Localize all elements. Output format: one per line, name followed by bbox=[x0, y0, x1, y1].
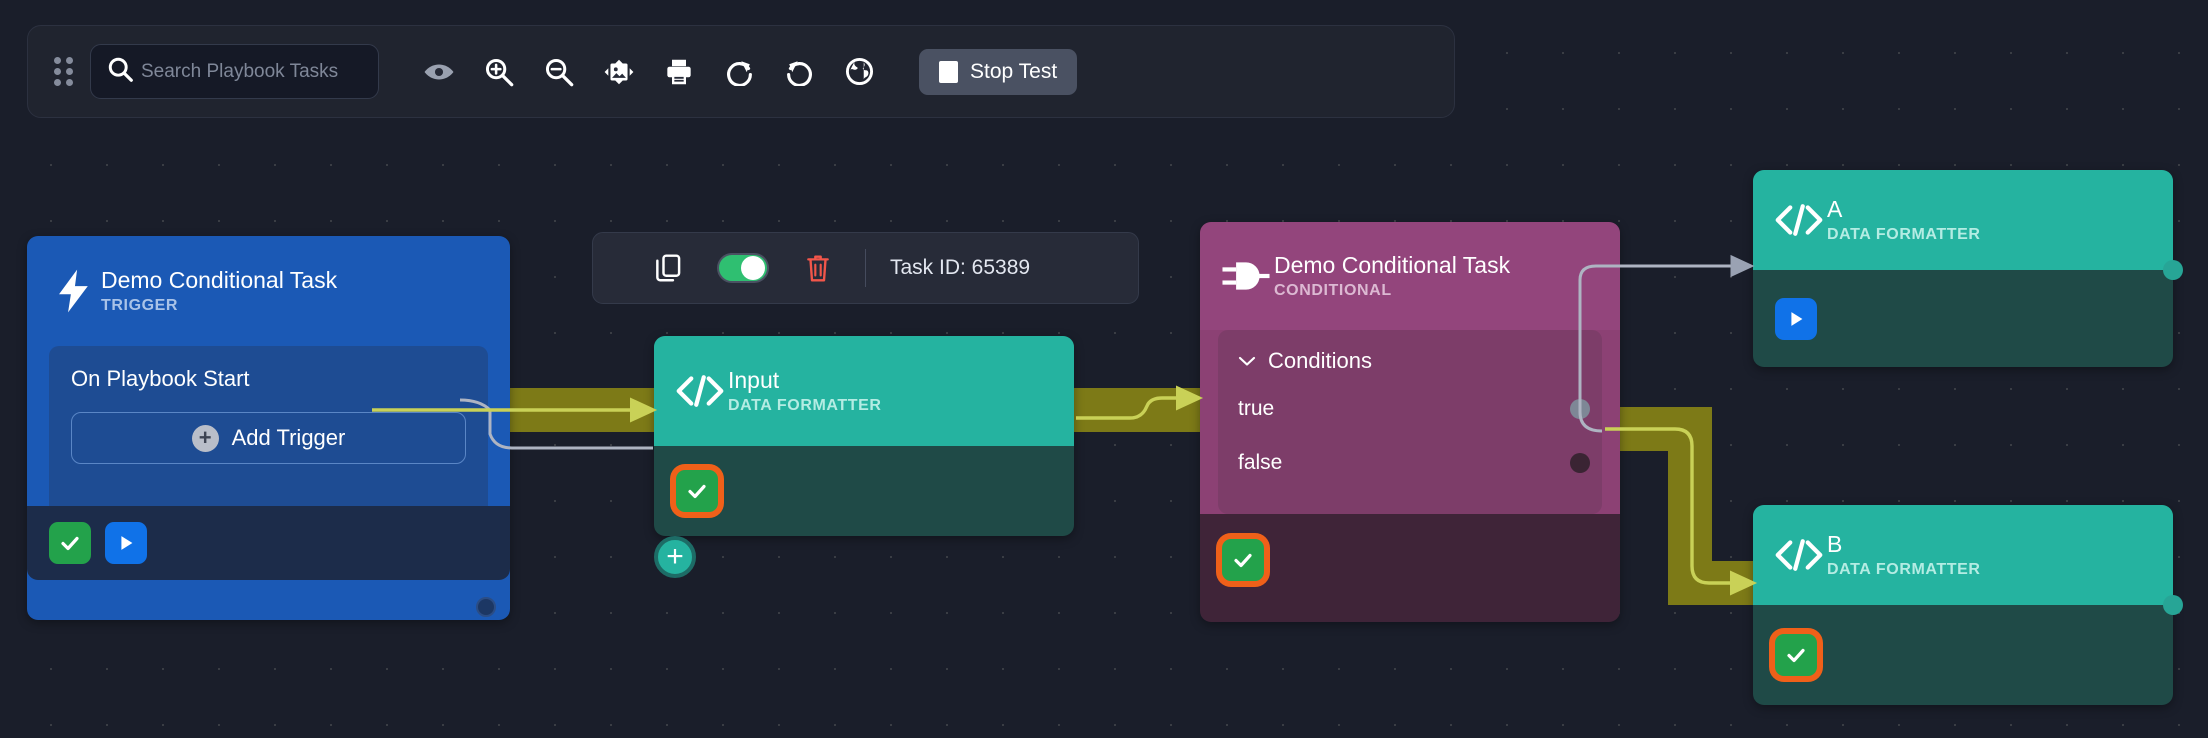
fit-view-icon[interactable] bbox=[589, 46, 649, 98]
node-b-title: B bbox=[1827, 530, 1843, 557]
code-brackets-icon bbox=[1771, 538, 1827, 572]
condition-branch-true-port[interactable] bbox=[1570, 399, 1590, 419]
stop-square-icon bbox=[939, 60, 958, 83]
node-conditional-header: Demo Conditional Task CONDITIONAL bbox=[1200, 222, 1620, 330]
task-enabled-toggle[interactable] bbox=[717, 253, 769, 283]
condition-branch-false[interactable]: false bbox=[1218, 442, 1602, 484]
zoom-in-icon[interactable] bbox=[469, 46, 529, 98]
task-context-toolbar[interactable]: Task ID: 65389 bbox=[592, 232, 1139, 304]
edge-band-false-b-h2 bbox=[1668, 561, 1758, 605]
node-trigger-body: On Playbook Start + Add Trigger bbox=[49, 346, 488, 506]
node-conditional-title: Demo Conditional Task bbox=[1274, 251, 1511, 278]
search-icon bbox=[108, 57, 133, 87]
node-input-footer bbox=[654, 446, 1074, 536]
node-input-header: Input DATA FORMATTER bbox=[654, 336, 1074, 446]
node-conditional-status-success-button[interactable] bbox=[1222, 539, 1264, 581]
node-input[interactable]: Input DATA FORMATTER + bbox=[654, 336, 1074, 578]
node-b-header: B DATA FORMATTER bbox=[1753, 505, 2173, 605]
node-trigger-header: Demo Conditional Task TRIGGER bbox=[27, 236, 510, 346]
node-trigger-footer bbox=[27, 506, 510, 580]
condition-branch-false-label: false bbox=[1238, 451, 1283, 474]
code-brackets-icon bbox=[1771, 203, 1827, 237]
search-box[interactable] bbox=[90, 44, 379, 99]
node-a-header: A DATA FORMATTER bbox=[1753, 170, 2173, 270]
playbook-toolbar[interactable]: Stop Test bbox=[27, 25, 1455, 118]
code-brackets-icon bbox=[672, 374, 728, 408]
undo-icon[interactable] bbox=[769, 46, 829, 98]
globe-icon[interactable] bbox=[829, 46, 889, 98]
logic-gate-icon bbox=[1218, 256, 1274, 296]
condition-branch-true-label: true bbox=[1238, 397, 1275, 420]
node-conditional-body: Conditions true false bbox=[1200, 330, 1620, 514]
node-b-status-success-button[interactable] bbox=[1775, 634, 1817, 676]
edge-band-false-b-v bbox=[1668, 407, 1712, 605]
node-b-footer bbox=[1753, 605, 2173, 705]
add-trigger-button[interactable]: + Add Trigger bbox=[71, 412, 466, 464]
stop-test-label: Stop Test bbox=[970, 59, 1058, 83]
node-conditional[interactable]: Demo Conditional Task CONDITIONAL Condit… bbox=[1200, 222, 1620, 622]
node-a-run-button[interactable] bbox=[1775, 297, 1817, 340]
node-a-title: A bbox=[1827, 195, 1843, 222]
zoom-out-icon[interactable] bbox=[529, 46, 589, 98]
conditions-collapse-toggle[interactable]: Conditions bbox=[1218, 342, 1602, 388]
condition-branch-false-port[interactable] bbox=[1570, 453, 1590, 473]
toolbar-icon-group bbox=[409, 46, 889, 98]
drag-handle-icon[interactable] bbox=[54, 57, 76, 87]
edge-input-conditional bbox=[1076, 385, 1204, 420]
plus-icon: + bbox=[191, 424, 219, 452]
node-a-footer bbox=[1753, 270, 2173, 367]
node-input-add-port-button[interactable]: + bbox=[654, 536, 696, 578]
node-data-formatter-b[interactable]: B DATA FORMATTER bbox=[1753, 505, 2183, 705]
node-input-title: Input bbox=[728, 366, 780, 393]
search-input[interactable] bbox=[141, 45, 378, 98]
node-b-output-port[interactable] bbox=[2163, 595, 2183, 615]
conditions-label: Conditions bbox=[1268, 348, 1372, 373]
node-input-subtitle: DATA FORMATTER bbox=[728, 396, 882, 414]
task-id-label: Task ID: 65389 bbox=[890, 256, 1031, 279]
node-a-subtitle: DATA FORMATTER bbox=[1827, 225, 1981, 243]
node-trigger-title: Demo Conditional Task bbox=[101, 266, 338, 293]
node-trigger-body-label: On Playbook Start bbox=[71, 366, 250, 391]
toolbar-divider bbox=[865, 249, 866, 287]
node-input-status-success-button[interactable] bbox=[676, 470, 718, 512]
node-trigger[interactable]: Demo Conditional Task TRIGGER On Playboo… bbox=[27, 236, 510, 620]
node-conditional-subtitle: CONDITIONAL bbox=[1274, 281, 1392, 299]
node-a-output-port[interactable] bbox=[2163, 260, 2183, 280]
node-trigger-subtitle: TRIGGER bbox=[101, 296, 179, 314]
toggle-knob bbox=[741, 256, 765, 280]
node-trigger-run-button[interactable] bbox=[105, 522, 147, 564]
node-b-subtitle: DATA FORMATTER bbox=[1827, 560, 1981, 578]
node-trigger-output-port[interactable] bbox=[476, 597, 496, 617]
stop-test-button[interactable]: Stop Test bbox=[919, 48, 1078, 95]
add-trigger-label: Add Trigger bbox=[231, 425, 346, 450]
lightning-bolt-icon bbox=[45, 268, 101, 314]
chevron-down-icon bbox=[1238, 356, 1256, 366]
delete-icon[interactable] bbox=[791, 246, 845, 290]
node-conditional-footer bbox=[1200, 514, 1620, 606]
node-trigger-status-success-button[interactable] bbox=[49, 522, 91, 564]
edge-band-input-conditional bbox=[1072, 388, 1204, 432]
edge-conditional-false-b bbox=[1605, 427, 1758, 596]
print-icon[interactable] bbox=[649, 46, 709, 98]
copy-icon[interactable] bbox=[641, 246, 695, 290]
condition-branch-true[interactable]: true bbox=[1218, 388, 1602, 430]
eye-icon[interactable] bbox=[409, 46, 469, 98]
redo-icon[interactable] bbox=[709, 46, 769, 98]
node-data-formatter-a[interactable]: A DATA FORMATTER bbox=[1753, 170, 2183, 367]
